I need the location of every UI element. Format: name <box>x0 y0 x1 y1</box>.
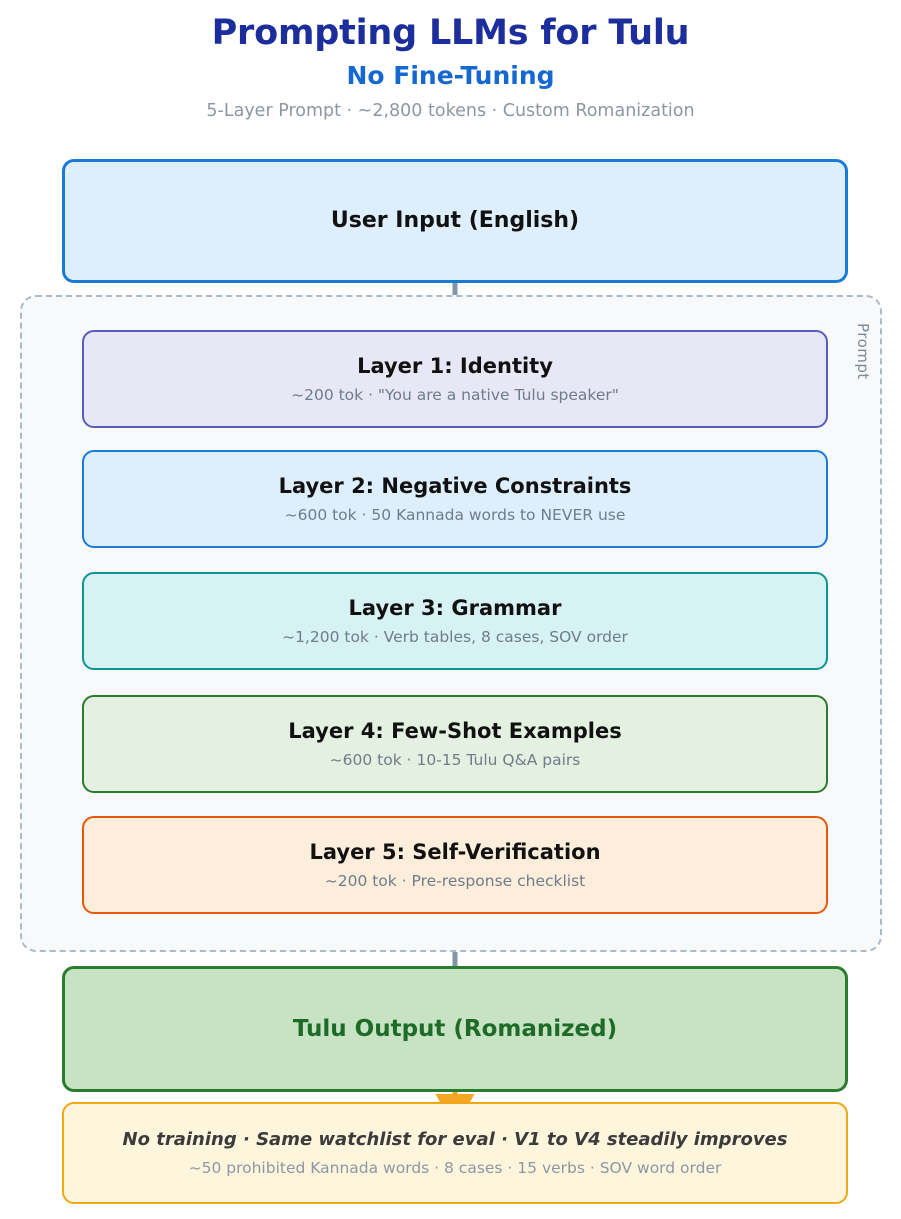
layer-title: Layer 3: Grammar <box>348 595 562 620</box>
layer-box-identity[interactable]: Layer 1: Identity ~200 tok · "You are a … <box>82 330 828 428</box>
footer-box: No training · Same watchlist for eval · … <box>62 1102 848 1204</box>
output-title: Tulu Output (Romanized) <box>292 1015 618 1042</box>
page-meta: 5-Layer Prompt · ~2,800 tokens · Custom … <box>206 100 695 121</box>
footer-line-secondary: ~50 prohibited Kannada words · 8 cases ·… <box>188 1158 722 1177</box>
page-title: Prompting LLMs for Tulu <box>211 13 690 53</box>
layer-box-few-shot-examples[interactable]: Layer 4: Few-Shot Examples ~600 tok · 10… <box>82 695 828 793</box>
layer-title: Layer 4: Few-Shot Examples <box>288 718 622 743</box>
prompt-container-label: Prompt <box>854 323 872 380</box>
user-input-title: User Input (English) <box>330 208 580 234</box>
header: Prompting LLMs for Tulu No Fine-Tuning 5… <box>0 0 901 121</box>
footer-line-primary: No training · Same watchlist for eval · … <box>122 1128 788 1150</box>
output-box[interactable]: Tulu Output (Romanized) <box>62 966 848 1092</box>
layer-title: Layer 2: Negative Constraints <box>278 473 632 498</box>
layer-box-negative-constraints[interactable]: Layer 2: Negative Constraints ~600 tok ·… <box>82 450 828 548</box>
layer-subtitle: ~200 tok · Pre-response checklist <box>324 871 586 890</box>
layer-box-grammar[interactable]: Layer 3: Grammar ~1,200 tok · Verb table… <box>82 572 828 670</box>
layer-box-self-verification[interactable]: Layer 5: Self-Verification ~200 tok · Pr… <box>82 816 828 914</box>
layer-title: Layer 1: Identity <box>357 353 553 378</box>
layer-subtitle: ~600 tok · 50 Kannada words to NEVER use <box>284 505 626 524</box>
layer-title: Layer 5: Self-Verification <box>309 839 601 864</box>
user-input-box[interactable]: User Input (English) <box>62 159 848 283</box>
layer-subtitle: ~600 tok · 10-15 Tulu Q&A pairs <box>329 750 581 769</box>
layer-subtitle: ~200 tok · "You are a native Tulu speake… <box>291 385 619 404</box>
page-subtitle: No Fine-Tuning <box>346 61 555 91</box>
layer-subtitle: ~1,200 tok · Verb tables, 8 cases, SOV o… <box>282 627 628 646</box>
